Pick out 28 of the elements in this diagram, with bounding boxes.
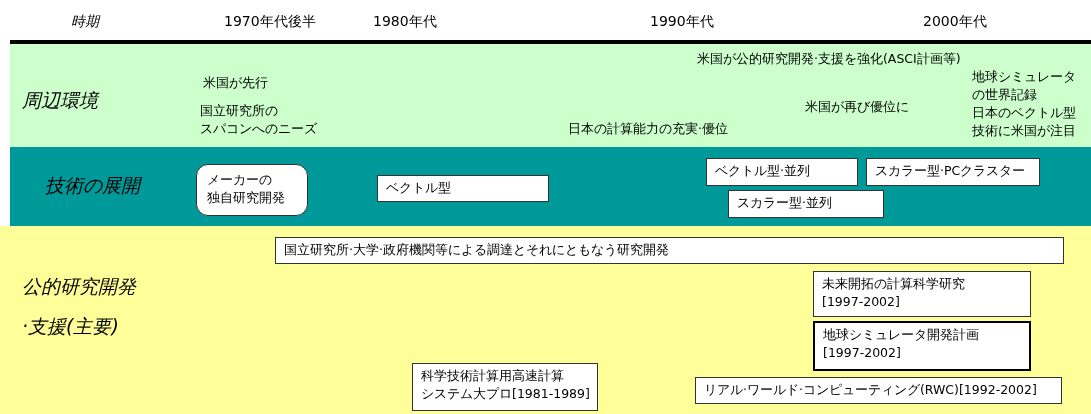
column-heading: 1990年代 [650, 12, 714, 30]
band-background [10, 44, 1091, 147]
column-heading: 2000年代 [923, 12, 987, 30]
column-heading: 1980年代 [373, 12, 437, 30]
column-heading: 1970年代後半 [224, 12, 316, 30]
text-box: ベクトル型 [377, 175, 549, 202]
note-text: 米国が先行 [203, 74, 268, 92]
band-heading: 周辺環境 [22, 88, 98, 113]
text-box: スカラー型·並列 [728, 190, 884, 218]
band-background [10, 147, 1091, 226]
text-box: 国立研究所·大学·政府機関等による調達とそれにともなう研究開発 [275, 237, 1064, 264]
note-text: 日本の計算能力の充実·優位 [568, 120, 728, 138]
note-text: 日本のベクトル型技術に米国が注目 [972, 104, 1076, 140]
text-box: 未来開拓の計算科学研究[1997-2002] [813, 271, 1031, 317]
note-text: 国立研究所のスパコンへのニーズ [200, 102, 317, 138]
note-text: 米国が公的研究開発·支援を強化(ASCI計画等) [697, 50, 961, 68]
text-box: スカラー型·PCクラスター [866, 158, 1040, 186]
text-box: ベクトル型·並列 [706, 158, 858, 186]
note-text: 地球シミュレータの世界記録 [972, 68, 1076, 104]
band-heading: 公的研究開発 ·支援(主要) [22, 274, 136, 339]
band-background [0, 226, 1091, 414]
note-text: 米国が再び優位に [805, 98, 909, 116]
column-heading: 時期 [71, 12, 99, 30]
text-box: 科学技術計算用高速計算システム大プロ[1981-1989] [412, 363, 598, 411]
text-box: リアル·ワールド·コンピューティング(RWC)[1992-2002] [695, 377, 1062, 404]
text-box: 地球シミュレータ開発計画[1997-2002] [813, 321, 1031, 371]
band-heading: 技術の展開 [45, 173, 140, 198]
rounded-box: メーカーの独自研究開発 [196, 164, 308, 216]
